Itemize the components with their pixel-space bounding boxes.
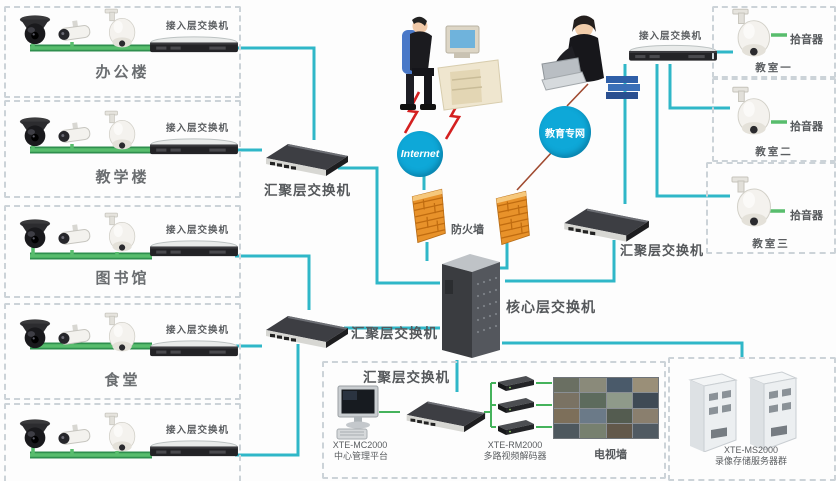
operator-with-laptop-illustration [541, 15, 640, 99]
building-name: 办公楼 [95, 64, 150, 81]
platform-model-label: XTE-MC2000 [332, 440, 388, 450]
access-switch-icon [148, 34, 240, 55]
access-switch-label: 接入层交换机 [166, 123, 230, 134]
building-name: 图书馆 [95, 270, 150, 287]
access-switch-icon [627, 42, 719, 64]
audio-pickup-label: 拾音器 [790, 34, 823, 46]
admin-user-with-pc-illustration [400, 16, 503, 111]
speed-dome-camera-icon [728, 176, 772, 232]
aggregation-switch-label: 汇聚层交换机 [264, 183, 351, 198]
storage-model-label: XTE-MS2000 [723, 445, 779, 455]
storage-server-icon [686, 364, 742, 452]
dome-camera-icon [18, 14, 52, 46]
firewall-label: 防火墙 [451, 224, 484, 236]
storage-zone [668, 357, 836, 481]
ptz-camera-icon [102, 110, 136, 154]
video-decoder-icon [496, 374, 536, 392]
platform-name-label: 中心管理平台 [333, 451, 388, 461]
internet-cloud: Internet [397, 131, 443, 177]
education-network-cloud: 教育专网 [539, 106, 591, 158]
classroom-zone-1: 拾音器 教室一 [712, 6, 836, 78]
access-switch-label: 接入层交换机 [166, 425, 230, 436]
dome-camera-icon [18, 116, 52, 148]
audio-pickup-label: 拾音器 [790, 210, 823, 222]
classroom-zone-2: 拾音器 教室二 [712, 78, 836, 162]
core-switch-label: 核心层交换机 [506, 299, 596, 315]
video-decoder-icon [496, 396, 536, 414]
access-switch-label: 接入层交换机 [166, 225, 230, 236]
control-center-zone [322, 361, 666, 479]
storage-name-label: 录像存储服务器群 [714, 456, 787, 466]
classroom-name: 教室二 [755, 146, 793, 158]
building-name: 食堂 [104, 372, 141, 389]
ptz-camera-icon [102, 8, 136, 52]
access-switch-label: 接入层交换机 [166, 325, 230, 336]
dome-camera-icon [18, 418, 52, 450]
dome-camera-icon [18, 318, 52, 350]
tv-wall-label: 电视墙 [594, 449, 627, 461]
building-zone-extra: 接入层交换机 [4, 403, 241, 481]
bullet-camera-icon [54, 424, 94, 450]
building-zone-canteen: 接入层交换机 食堂 [4, 303, 241, 400]
aggregation-switch-icon [399, 390, 487, 434]
decoder-model-label: XTE-RM2000 [487, 440, 543, 450]
storage-server-icon [746, 362, 802, 450]
classroom-name: 教室一 [755, 62, 793, 74]
speed-dome-camera-icon [729, 8, 771, 62]
core-switch-icon [436, 250, 506, 362]
speed-dome-camera-icon [729, 86, 771, 140]
aggregation-switch-icon [258, 134, 350, 176]
access-switch-icon [148, 136, 240, 157]
audio-pickup-label: 拾音器 [790, 121, 823, 133]
aggregation-switch-label: 汇聚层交换机 [363, 370, 450, 385]
access-switch-label: 接入层交换机 [639, 31, 703, 42]
bullet-camera-icon [54, 224, 94, 250]
aggregation-switch-icon [556, 198, 651, 242]
access-switch-icon [148, 238, 240, 259]
aggregation-switch-label: 汇聚层交换机 [620, 243, 705, 258]
bullet-camera-icon [54, 122, 94, 148]
bullet-camera-icon [54, 20, 94, 46]
access-switch-label: 接入层交换机 [166, 21, 230, 32]
decoder-name-label: 多路视频解码器 [483, 451, 547, 461]
building-zone-office: 接入层交换机 办公楼 [4, 6, 241, 98]
tv-wall [553, 377, 659, 439]
bullet-camera-icon [54, 324, 94, 350]
aggregation-switch-label: 汇聚层交换机 [351, 326, 438, 341]
ptz-camera-icon [102, 412, 136, 456]
classroom-name: 教室三 [752, 238, 790, 250]
access-switch-icon [148, 438, 240, 459]
firewall-icon [489, 189, 533, 245]
dome-camera-icon [18, 218, 52, 250]
ptz-camera-icon [102, 212, 136, 256]
access-switch-icon [148, 338, 240, 359]
ptz-camera-icon [102, 312, 136, 356]
building-name: 教学楼 [95, 169, 150, 186]
video-decoder-icon [496, 418, 536, 436]
management-workstation-icon [336, 384, 380, 442]
building-zone-library: 接入层交换机 图书馆 [4, 205, 241, 298]
aggregation-switch-icon [258, 306, 350, 348]
building-zone-teaching: 接入层交换机 教学楼 [4, 100, 241, 198]
firewall-icon [405, 187, 449, 243]
classroom-zone-3: 拾音器 教室三 [706, 162, 836, 254]
